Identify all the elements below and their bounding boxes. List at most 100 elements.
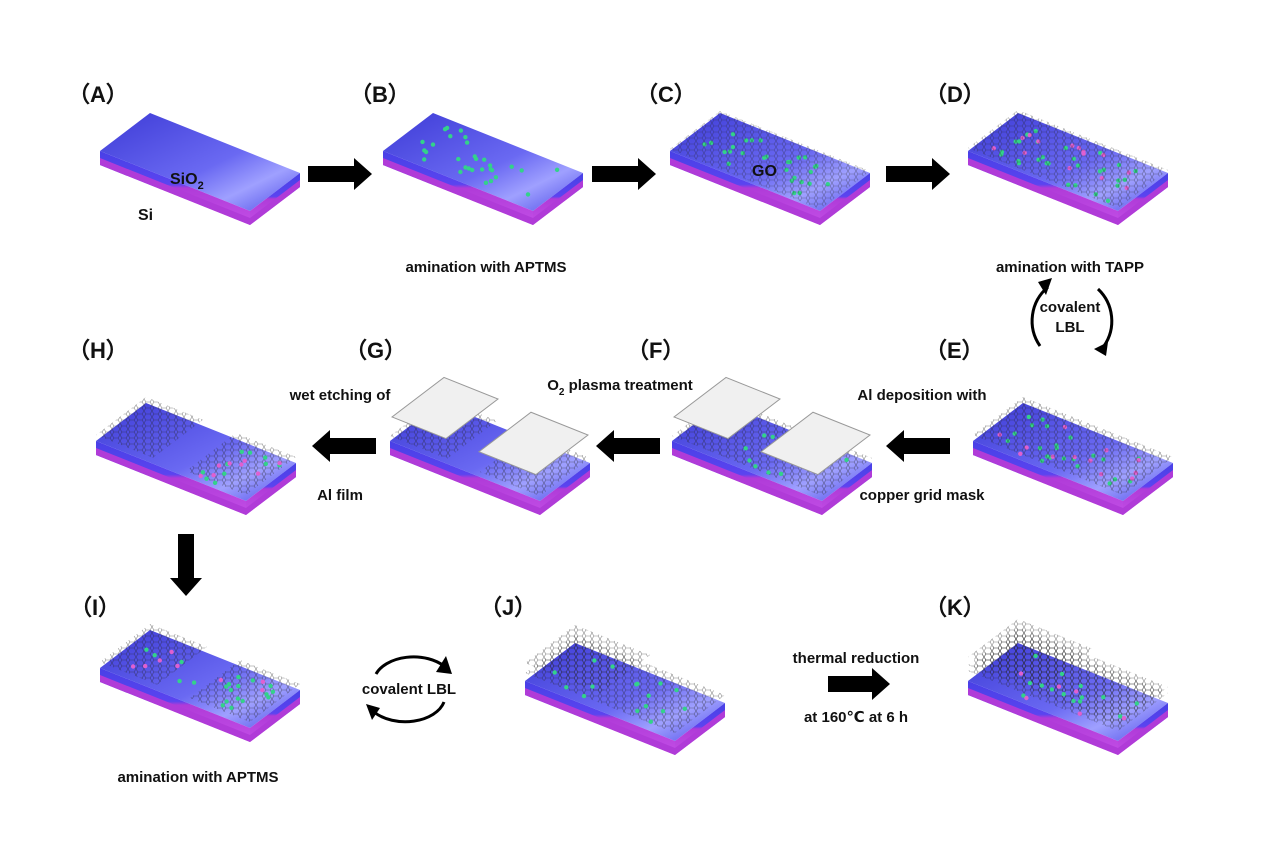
si-layer — [670, 158, 820, 225]
molecule-dot — [472, 154, 477, 159]
molecule-dot — [247, 450, 253, 455]
molecule-dot — [1071, 698, 1076, 704]
substrate-b — [383, 113, 583, 225]
molecule-dot — [204, 476, 209, 481]
molecule-dot — [552, 670, 557, 675]
caption-g-bottom: Al film — [317, 487, 363, 504]
molecule-dot — [564, 685, 569, 690]
molecule-dot — [211, 473, 216, 478]
molecule-dot — [222, 471, 227, 476]
molecule-dot — [1024, 695, 1029, 701]
substrate-j — [525, 625, 725, 755]
molecule-dot — [191, 680, 197, 685]
al-mask — [672, 376, 782, 440]
molecule-dot — [466, 166, 471, 171]
molecule-dot — [169, 649, 174, 655]
molecule-dot — [743, 446, 748, 451]
molecule-dot — [143, 663, 148, 669]
si-layer — [968, 688, 1118, 755]
substrate-f — [672, 376, 872, 515]
si-layer — [672, 448, 822, 515]
molecule-dot — [590, 684, 595, 689]
substrate-k — [968, 619, 1168, 755]
molecule-dot — [227, 461, 232, 466]
molecule-dot — [422, 157, 427, 162]
molecule-dot — [554, 167, 560, 172]
si-layer — [822, 470, 872, 515]
molecule-dot — [770, 434, 775, 440]
molecule-dot — [592, 658, 597, 663]
molecule-dot — [229, 705, 234, 710]
molecule-dot — [423, 149, 429, 155]
substrate-i — [100, 624, 300, 742]
molecule-dot — [1056, 684, 1062, 689]
graphene-oxide-sheet — [973, 397, 1173, 495]
molecule-dot — [130, 664, 136, 669]
molecule-dot — [1027, 680, 1033, 686]
molecule-dot — [218, 677, 224, 683]
molecule-dot — [177, 678, 182, 684]
si-layer — [540, 470, 590, 515]
molecule-dot — [240, 698, 245, 704]
molecule-dot — [255, 471, 261, 476]
molecule-dot — [483, 180, 489, 185]
molecule-dot — [264, 692, 269, 697]
molecule-dot — [216, 463, 222, 468]
molecule-dot — [152, 653, 157, 658]
molecule-dot — [674, 687, 679, 693]
molecule-dot — [1059, 671, 1065, 677]
molecule-dot — [263, 461, 268, 467]
graphene-oxide-sheet — [968, 619, 1093, 687]
si-layer — [100, 675, 250, 742]
molecule-dot — [509, 164, 514, 169]
graphene-oxide-sheet — [190, 660, 300, 722]
si-layer — [820, 180, 870, 225]
graphene-oxide-sheet — [525, 625, 650, 693]
molecule-dot — [220, 703, 225, 708]
molecule-dot — [175, 663, 180, 669]
arrow-a-to-b — [308, 158, 372, 190]
molecule-dot — [470, 167, 475, 173]
molecule-dot — [753, 464, 758, 469]
molecule-dot — [519, 168, 524, 173]
molecule-dot — [1121, 716, 1127, 721]
molecule-dot — [634, 682, 639, 687]
caption-e-top: Al deposition with — [857, 387, 986, 404]
molecule-dot — [235, 696, 241, 701]
molecule-dot — [1033, 653, 1038, 659]
caption-k-bottom: at 160℃ at 6 h — [804, 709, 908, 726]
molecule-dot — [260, 687, 265, 693]
caption-lbl-top-line2: LBL — [1055, 319, 1084, 336]
covalent-lbl-cycle-icon-mid — [366, 655, 452, 724]
molecule-dot — [260, 679, 266, 684]
molecule-dot — [1077, 699, 1083, 704]
panel-label-j: （J） — [480, 595, 536, 620]
molecule-dot — [682, 706, 687, 711]
panel-label-b: （B） — [350, 82, 410, 107]
si-layer — [246, 470, 296, 515]
go-label: GO — [752, 163, 777, 180]
molecule-dot — [660, 709, 666, 714]
substrate-d — [968, 110, 1168, 225]
caption-i: amination with APTMS — [117, 769, 278, 786]
panel-label-d: （D） — [925, 82, 985, 107]
molecule-dot — [236, 683, 241, 689]
graphene-oxide-sheet — [670, 111, 870, 209]
molecule-dot — [179, 659, 184, 665]
molecule-dot — [1101, 695, 1106, 700]
molecule-dot — [458, 128, 464, 133]
si-layer — [96, 448, 246, 515]
molecule-dot — [463, 135, 468, 140]
molecule-dot — [1077, 711, 1083, 716]
molecule-dot — [463, 165, 468, 170]
si-layer — [973, 448, 1123, 515]
molecule-dot — [212, 480, 218, 485]
arrow-c-to-d — [886, 158, 950, 190]
arrow-b-to-c — [592, 158, 656, 190]
molecule-dot — [479, 167, 485, 172]
molecule-dot — [648, 719, 653, 724]
substrate-g — [390, 376, 590, 515]
molecule-dot — [239, 449, 244, 454]
molecule-dot — [1021, 693, 1026, 698]
covalent-lbl-cycle-icon-top — [1030, 278, 1114, 356]
